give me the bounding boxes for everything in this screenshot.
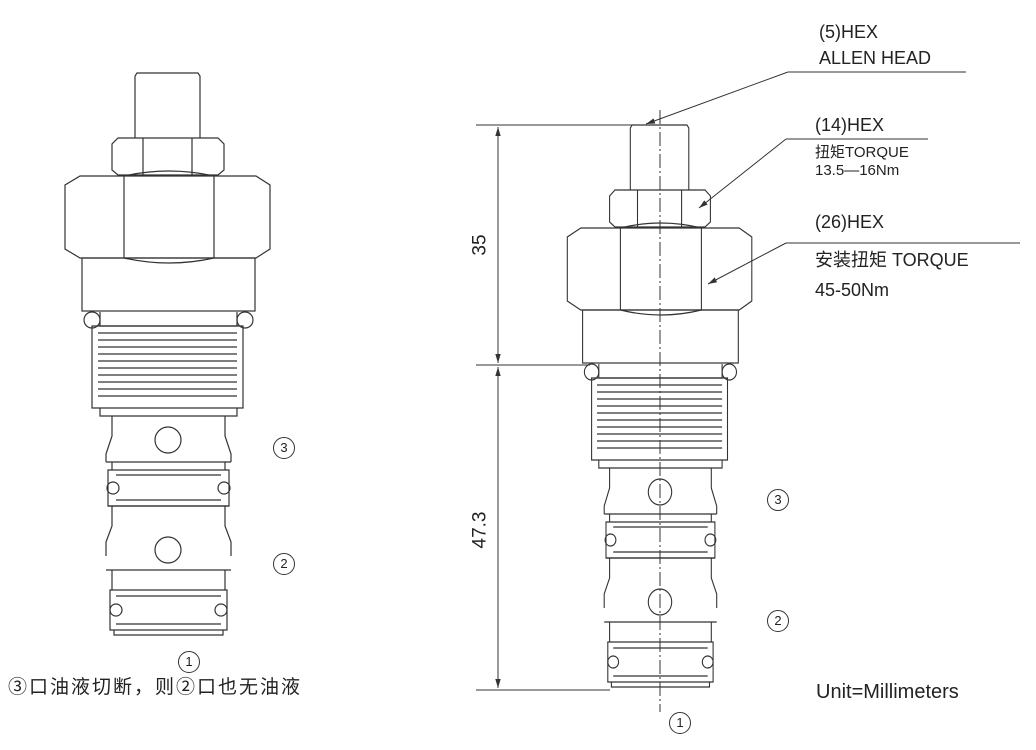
port-1-right: 1 [669,712,691,734]
hex14-title: (14)HEX [815,115,885,135]
port-3-right: 3 [767,489,789,511]
unit-label: Unit=Millimeters [816,681,959,703]
dimension-lines [476,71,1020,712]
hex26-torque-value: 45-50Nm [815,280,890,300]
dimension-35: 35 [469,234,491,256]
port-1-left: 1 [178,651,200,673]
allen-head-label: ALLEN HEAD [819,48,932,68]
hex14-torque-label: 扭矩TORQUE [815,144,909,161]
cartridge-left-view [64,72,271,636]
port-2-left: 2 [273,553,295,575]
allen-head-title: (5)HEX [819,22,879,42]
dimension-47-3: 47.3 [469,511,491,549]
port-note: ③口油液切断，则②口也无油液 [8,677,303,698]
hex26-title: (26)HEX [815,212,885,232]
hex14-torque-value: 13.5—16Nm [815,162,900,179]
port-3-left: 3 [273,437,295,459]
hex26-torque-label: 安装扭矩 TORQUE [815,250,969,270]
port-2-right: 2 [767,610,789,632]
